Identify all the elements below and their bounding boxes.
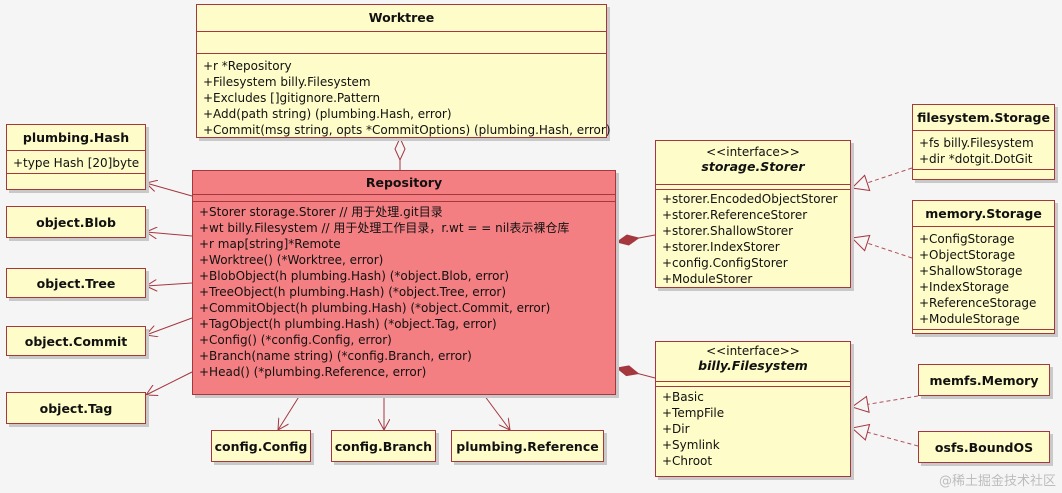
class-plumbing-hash-attributes: +type Hash [20]byte bbox=[7, 151, 145, 174]
watermark: @稀土掘金技术社区 bbox=[938, 474, 1056, 489]
class-repository-attributes bbox=[193, 195, 615, 202]
class-repository-members: +Storer storage.Storer // 用于处理.git目录 +wt… bbox=[193, 202, 615, 382]
class-worktree-members: +r *Repository +Filesystem billy.Filesys… bbox=[197, 54, 611, 140]
member: +Branch(name string) (*config.Branch, er… bbox=[199, 349, 472, 363]
member: +IndexStorage bbox=[919, 280, 1010, 294]
interface-storage-storer-header: <<interface>> storage.Storer bbox=[656, 141, 850, 185]
member: +Add(path string) (plumbing.Hash, error) bbox=[203, 107, 452, 121]
class-object-tree-title: object.Tree bbox=[36, 275, 116, 291]
member: +storer.EncodedObjectStorer bbox=[662, 192, 838, 206]
interface-billy-filesystem-members: +Basic +TempFile +Dir +Symlink +Chroot bbox=[656, 387, 850, 471]
class-osfs-boundos-title: osfs.BoundOS bbox=[934, 439, 1034, 455]
member: +ObjectStorage bbox=[919, 248, 1016, 262]
edge-repository-config-config bbox=[278, 394, 301, 430]
class-filesystem-storage-attributes: +fs billy.Filesystem +dir *dotgit.DotGit bbox=[913, 131, 1054, 170]
class-osfs-boundos: osfs.BoundOS bbox=[918, 431, 1050, 463]
member: +Storer storage.Storer // 用于处理.git目录 bbox=[199, 205, 443, 219]
edge-repository-object-tree bbox=[146, 283, 193, 286]
member: +ModuleStorer bbox=[662, 272, 753, 286]
member: +config.ConfigStorer bbox=[662, 256, 788, 270]
member: +dir *dotgit.DotGit bbox=[919, 152, 1033, 166]
member: +ShallowStorage bbox=[919, 264, 1023, 278]
class-worktree-attributes bbox=[197, 32, 606, 54]
class-object-tag: object.Tag bbox=[6, 392, 146, 424]
class-memory-storage-title: memory.Storage bbox=[913, 201, 1054, 227]
class-repository: Repository +Storer storage.Storer // 用于处… bbox=[192, 170, 616, 395]
class-filesystem-storage-title: filesystem.Storage bbox=[913, 105, 1054, 131]
edge-repository-object-blob bbox=[146, 232, 193, 236]
edge-repository-object-tag bbox=[146, 371, 193, 395]
interface-billy-filesystem-attributes bbox=[656, 382, 850, 387]
class-config-branch: config.Branch bbox=[331, 430, 436, 462]
member: +TreeObject(h plumbing.Hash) (*object.Tr… bbox=[199, 285, 507, 299]
interface-storage-storer-attributes bbox=[656, 185, 850, 190]
edge-storage-storer-repository bbox=[617, 234, 656, 242]
class-plumbing-reference-title: plumbing.Reference bbox=[456, 438, 599, 454]
member: +TagObject(h plumbing.Hash) (*object.Tag… bbox=[199, 317, 497, 331]
class-config-branch-title: config.Branch bbox=[334, 438, 433, 454]
member: +Basic bbox=[662, 390, 704, 404]
class-plumbing-reference: plumbing.Reference bbox=[451, 430, 604, 462]
edge-repository-object-commit bbox=[146, 317, 193, 335]
member: +Commit(msg string, opts *CommitOptions)… bbox=[203, 123, 611, 137]
member: +storer.ReferenceStorer bbox=[662, 208, 808, 222]
member: +ReferenceStorage bbox=[919, 296, 1037, 310]
member: +Config() (*config.Config, error) bbox=[199, 333, 392, 347]
member: +Filesystem billy.Filesystem bbox=[203, 75, 371, 89]
class-config-config-title: config.Config bbox=[214, 438, 308, 454]
interface-billy-filesystem-header: <<interface>> billy.Filesystem bbox=[656, 342, 850, 382]
class-worktree: Worktree +r *Repository +Filesystem bill… bbox=[196, 4, 611, 140]
member: +ConfigStorage bbox=[919, 232, 1015, 246]
edge-osfs-boundos-realizes bbox=[852, 428, 919, 447]
interface-billy-filesystem: <<interface>> billy.Filesystem +Basic +T… bbox=[655, 341, 851, 477]
member: +TempFile bbox=[662, 406, 725, 420]
stereotype-label: <<interface>> bbox=[706, 145, 800, 159]
member: +Excludes []gitignore.Pattern bbox=[203, 91, 381, 105]
member: +CommitObject(h plumbing.Hash) (*object.… bbox=[199, 301, 551, 315]
interface-storage-storer-members: +storer.EncodedObjectStorer +storer.Refe… bbox=[656, 190, 850, 289]
edge-memfs-memory-realizes bbox=[852, 395, 919, 407]
member: +storer.IndexStorer bbox=[662, 240, 780, 254]
member: +fs billy.Filesystem bbox=[919, 136, 1034, 150]
class-memory-storage: memory.Storage +ConfigStorage +ObjectSto… bbox=[912, 200, 1055, 334]
interface-billy-filesystem-title: billy.Filesystem bbox=[698, 358, 808, 373]
member: +r *Repository bbox=[203, 59, 292, 73]
member: +r map[string]*Remote bbox=[199, 237, 341, 251]
class-memfs-memory-title: memfs.Memory bbox=[929, 372, 1039, 388]
class-object-blob: object.Blob bbox=[6, 206, 146, 238]
class-object-commit: object.Commit bbox=[6, 326, 146, 356]
class-object-tag-title: object.Tag bbox=[39, 400, 113, 416]
edge-repository-plumbing-reference bbox=[483, 394, 510, 430]
stereotype-label: <<interface>> bbox=[706, 344, 800, 358]
member: +type Hash [20]byte bbox=[13, 156, 140, 170]
member: +wt billy.Filesystem // 用于处理工作目录，r.wt = … bbox=[199, 221, 570, 235]
member: +Worktree() (*Worktree, error) bbox=[199, 253, 384, 267]
class-repository-title: Repository bbox=[193, 171, 615, 195]
member: +storer.ShallowStorer bbox=[662, 224, 794, 238]
member: +ModuleStorage bbox=[919, 312, 1020, 326]
class-memfs-memory: memfs.Memory bbox=[918, 364, 1050, 396]
edge-billy-filesystem-repository bbox=[617, 368, 656, 379]
edge-filesystem-storage-realizes bbox=[852, 167, 913, 188]
member: +Symlink bbox=[662, 438, 720, 452]
edge-repository-plumbing-hash bbox=[146, 183, 193, 197]
class-filesystem-storage: filesystem.Storage +fs billy.Filesystem … bbox=[912, 104, 1055, 180]
class-plumbing-hash: plumbing.Hash +type Hash [20]byte bbox=[6, 124, 146, 190]
class-config-config: config.Config bbox=[211, 430, 311, 462]
class-object-blob-title: object.Blob bbox=[36, 214, 116, 230]
member: +BlobObject(h plumbing.Hash) (*object.Bl… bbox=[199, 269, 510, 283]
member: +Head() (*plumbing.Reference, error) bbox=[199, 365, 427, 379]
class-memory-storage-attributes: +ConfigStorage +ObjectStorage +ShallowSt… bbox=[913, 227, 1054, 330]
member: +Dir bbox=[662, 422, 690, 436]
class-worktree-title: Worktree bbox=[197, 5, 606, 32]
class-plumbing-hash-title: plumbing.Hash bbox=[7, 125, 145, 151]
member: +Chroot bbox=[662, 454, 713, 468]
class-object-tree: object.Tree bbox=[6, 268, 146, 298]
interface-storage-storer: <<interface>> storage.Storer +storer.Enc… bbox=[655, 140, 851, 288]
edge-memory-storage-realizes bbox=[852, 238, 913, 259]
class-object-commit-title: object.Commit bbox=[24, 333, 128, 349]
interface-storage-storer-title: storage.Storer bbox=[701, 159, 805, 174]
